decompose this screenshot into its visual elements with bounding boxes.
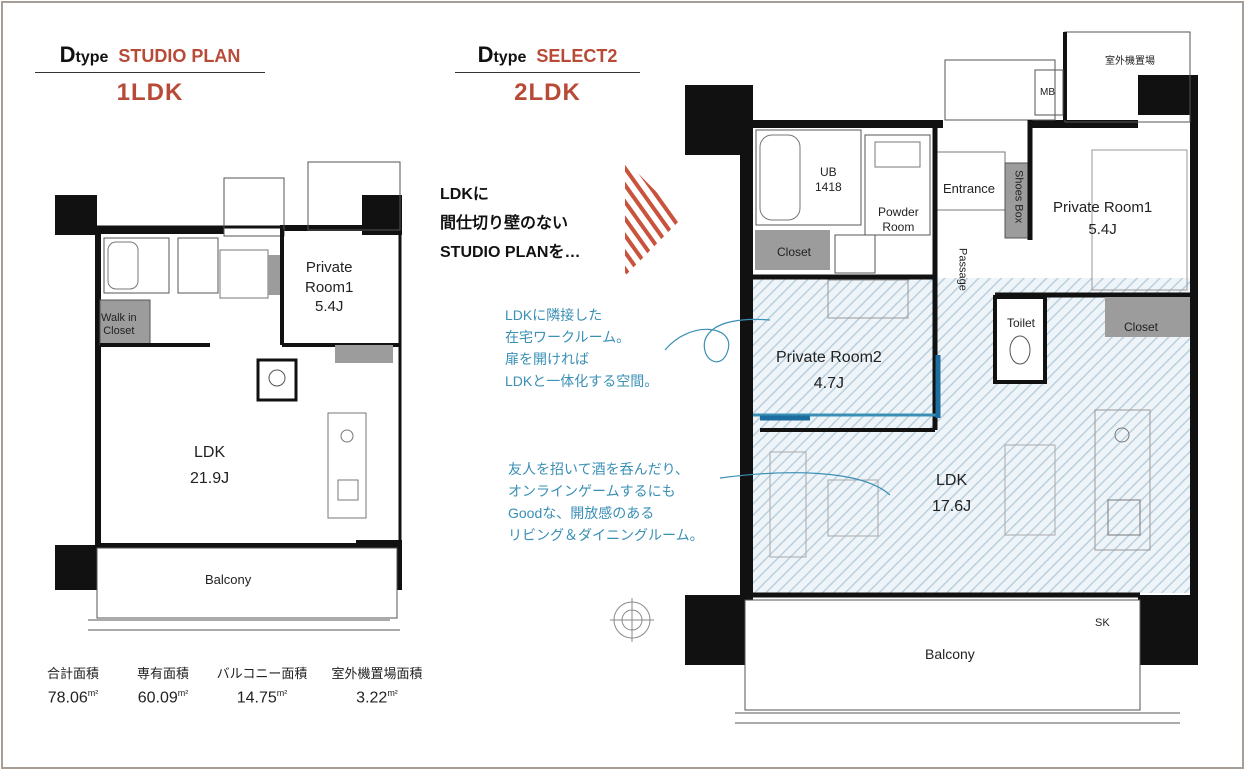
plan-layout: 2LDK (514, 79, 581, 106)
toilet-label: Toilet (1007, 316, 1036, 330)
living-note: 友人を招いて酒を呑んだり、 オンラインゲームするにも Goodな、開放感のある … (508, 461, 704, 543)
sk-label: SK (1095, 617, 1110, 629)
type-letter: D (59, 42, 76, 67)
right-floor-plan (685, 31, 1198, 724)
arrow-workroom-icon (664, 318, 771, 363)
plan-name: SELECT2 (536, 46, 618, 66)
entrance-label: Entrance (943, 181, 996, 196)
shoes-box-label: Shoes Box (1012, 170, 1025, 224)
area-private: 専有面積 60.09m² (136, 666, 189, 707)
compass-icon (610, 598, 654, 642)
closet-right-label: Closet (1124, 320, 1159, 334)
mb-label: MB (1040, 87, 1055, 98)
balcony-label: Balcony (925, 646, 975, 662)
type-word: type (493, 49, 527, 66)
type-word: type (75, 49, 109, 66)
workroom-note: LDKに隣接した 在宅ワークルーム。 扉を開ければ LDKと一体化する空間。 (505, 307, 659, 389)
area-outdoor-unit: 室外機置場面積 3.22m² (331, 666, 423, 707)
right-plan-header: Dtype SELECT2 2LDK (455, 42, 640, 107)
studio-plan-callout: LDKに 間仕切り壁のない STUDIO PLANを… (440, 186, 581, 261)
area-total: 合計面積 78.06m² (46, 666, 99, 707)
arrow-living-icon (719, 472, 891, 496)
outdoor-unit-label: 室外機置場 (1105, 56, 1155, 67)
type-letter: D (477, 42, 494, 67)
closet-left-label: Closet (777, 245, 812, 259)
plan-layout: 1LDK (116, 79, 184, 106)
left-floor-plan (55, 161, 402, 631)
passage-label: Passage (956, 248, 969, 291)
balcony-label: Balcony (205, 572, 252, 587)
plan-name: STUDIO PLAN (118, 46, 241, 66)
area-balcony: バルコニー面積 14.75m² (216, 666, 308, 707)
left-plan-header: Dtype STUDIO PLAN 1LDK (35, 42, 265, 107)
